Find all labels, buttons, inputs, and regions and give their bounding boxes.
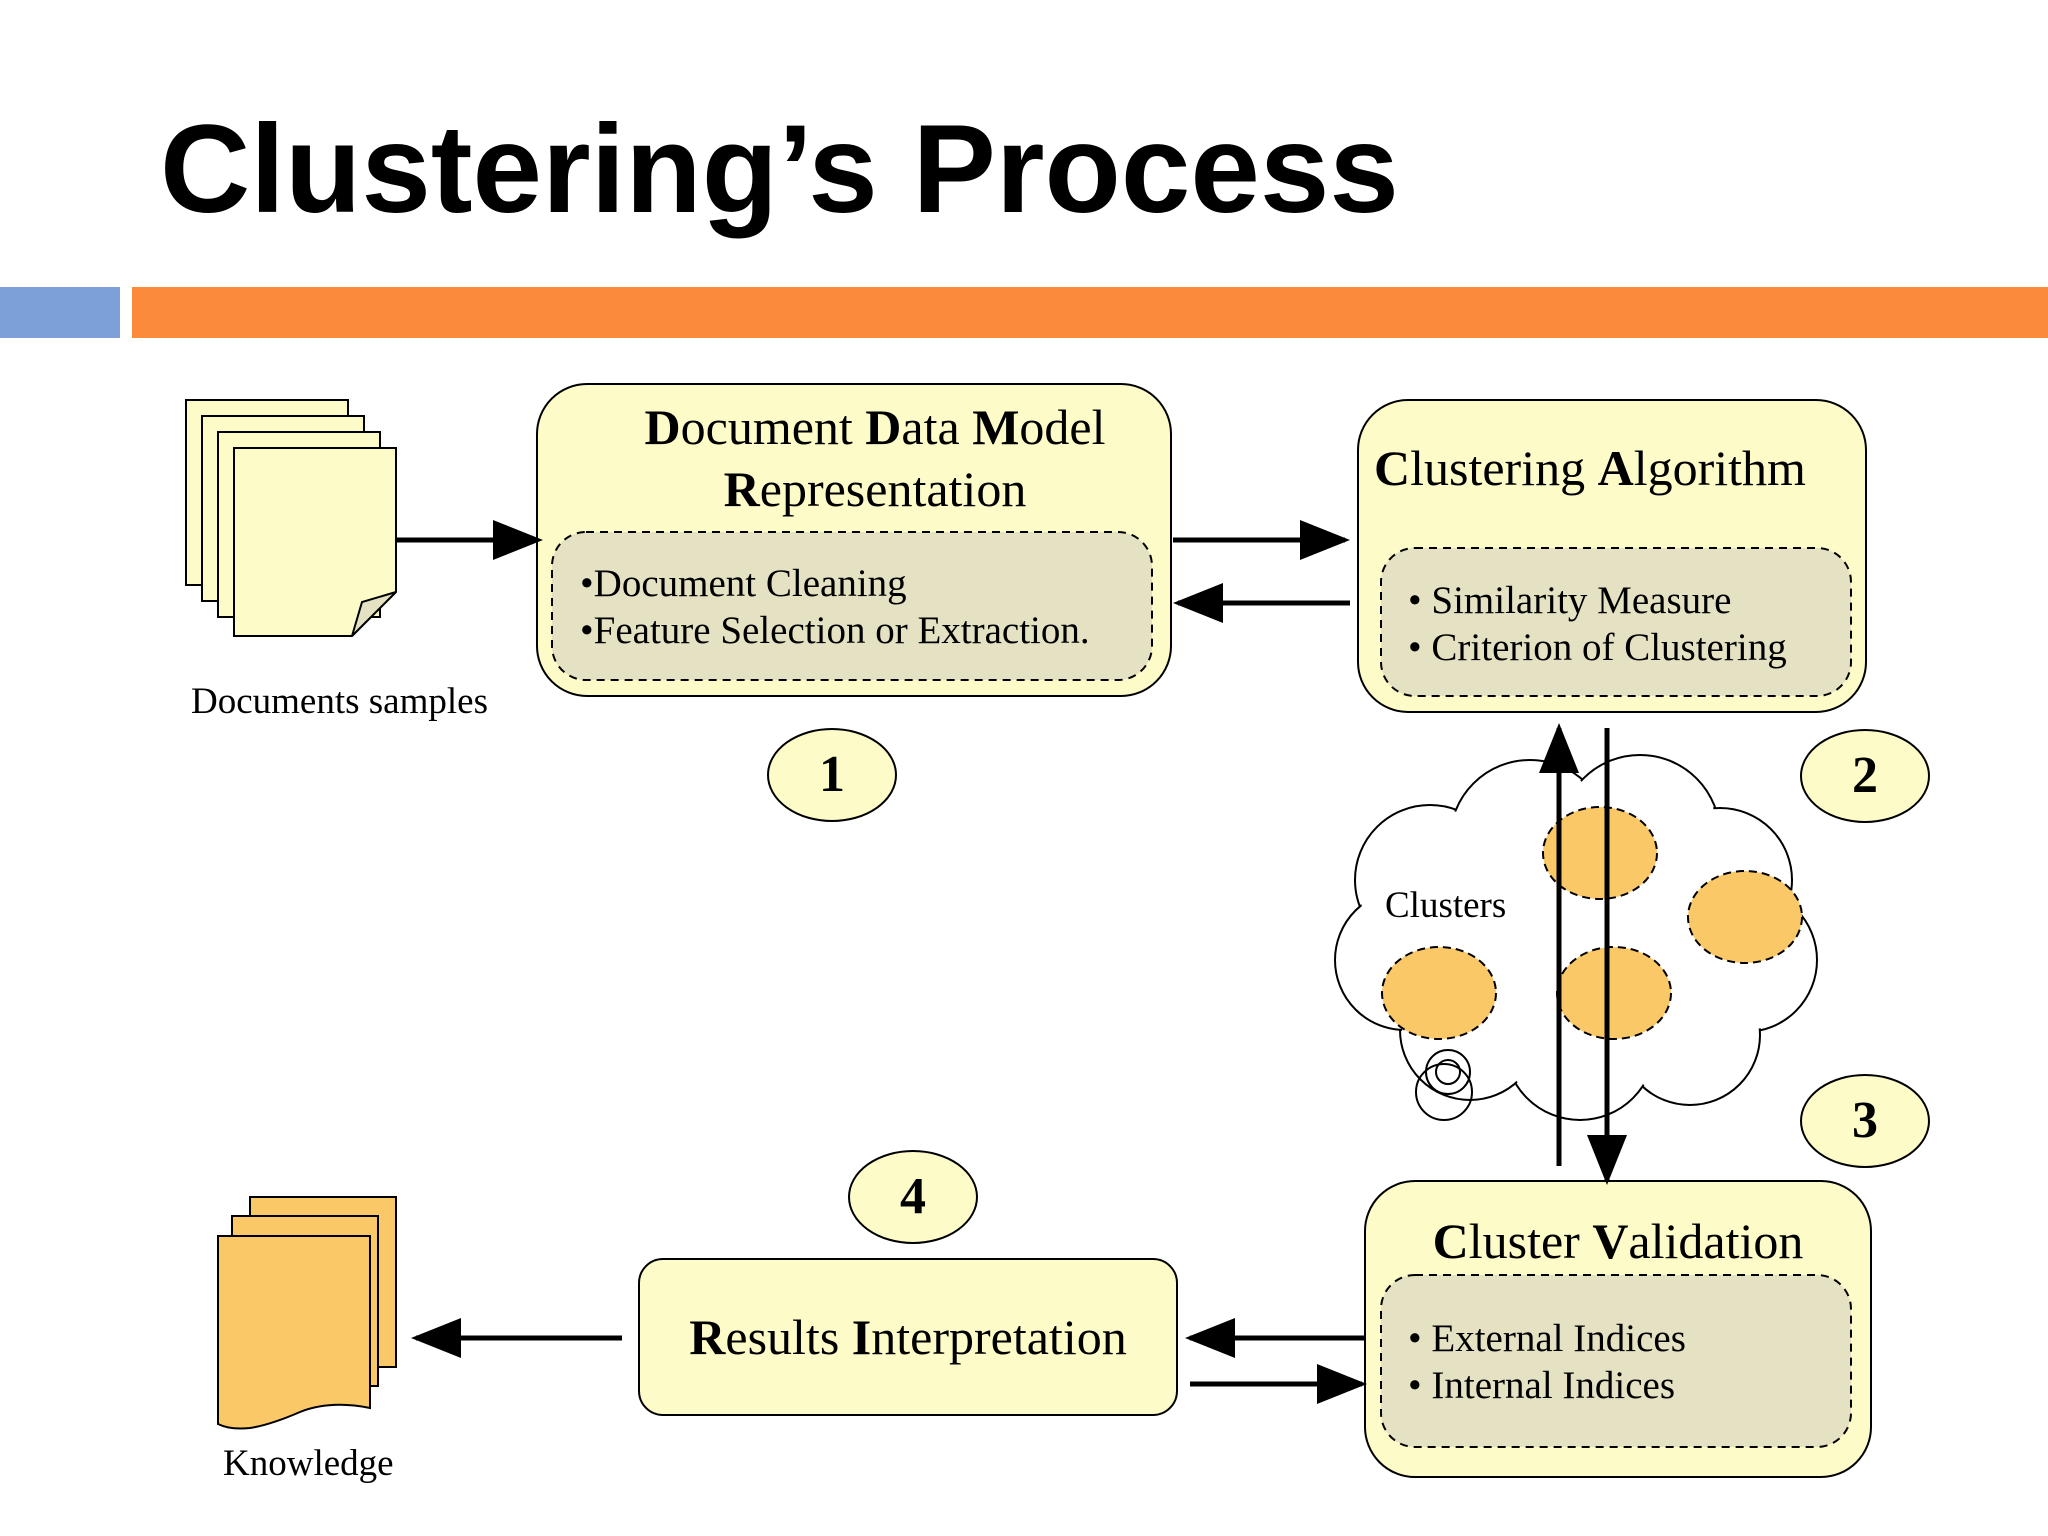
step2-number: 2 [1852, 747, 1878, 804]
step1-item: •Feature Selection or Extraction. [580, 609, 1090, 652]
slide-title: Clustering’s Process [160, 100, 1399, 239]
clusters-label: Clusters [1385, 885, 1507, 926]
cluster-blob [1381, 946, 1497, 1040]
step1-title-line2: Representation [723, 461, 1027, 517]
flow-arrows [396, 520, 1627, 1404]
knowledge-caption: Knowledge [223, 1443, 394, 1484]
step3-title: Cluster Validation [1432, 1213, 1804, 1269]
step1-title: Document Data Model Representation [560, 396, 1190, 520]
step2-item: • Similarity Measure [1408, 579, 1732, 622]
cluster-blobs [1381, 806, 1803, 1040]
step1-number: 1 [819, 746, 845, 803]
cluster-blob [1687, 870, 1803, 964]
step2-detail-panel [1380, 547, 1852, 697]
step3-number-badge [1800, 1074, 1930, 1168]
knowledge-stack-icon [217, 1196, 397, 1430]
step3-detail-panel [1380, 1274, 1852, 1448]
step4-number: 4 [900, 1168, 926, 1225]
title-accent-bar-orange [132, 287, 2048, 338]
step1-items: •Document Cleaning •Feature Selection or… [580, 560, 1090, 654]
step1-detail-panel [551, 531, 1153, 681]
step2-title: Clustering Algorithm [1374, 440, 1806, 496]
step4-title: Results Interpretation [689, 1309, 1127, 1365]
step4-number-badge [848, 1150, 978, 1244]
step2-number-badge [1800, 729, 1930, 823]
cluster-blob [1542, 806, 1658, 900]
documents-stack-icon [185, 399, 397, 637]
cluster-blob [1556, 946, 1672, 1040]
step3-item: • External Indices [1408, 1317, 1686, 1360]
documents-caption: Documents samples [191, 681, 488, 722]
step1-number-badge [767, 728, 897, 822]
step3-number: 3 [1852, 1092, 1878, 1149]
title-accent-bar-blue [0, 287, 120, 338]
step2-item: • Criterion of Clustering [1408, 626, 1787, 669]
step2-items: • Similarity Measure • Criterion of Clus… [1408, 577, 1787, 671]
step3-item: • Internal Indices [1408, 1364, 1676, 1407]
step1-item: •Document Cleaning [580, 562, 907, 605]
step4-box [638, 1258, 1178, 1416]
step1-title-line1: Document Data Model [644, 399, 1106, 455]
step3-items: • External Indices • Internal Indices [1408, 1315, 1686, 1409]
